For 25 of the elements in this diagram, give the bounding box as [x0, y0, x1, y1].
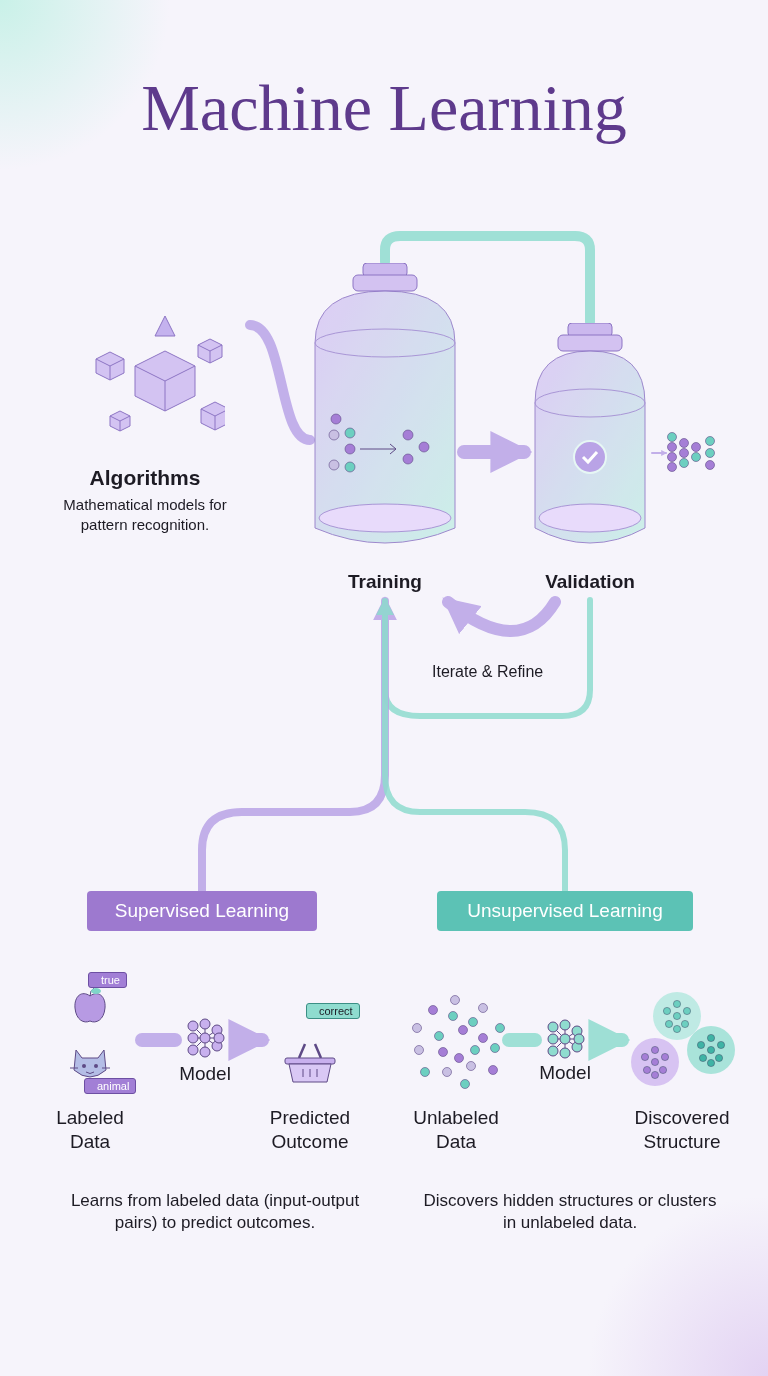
section-header: Unsupervised Learning	[437, 891, 693, 931]
node-label: Labeled Data	[55, 1105, 125, 1155]
arrow	[651, 450, 668, 456]
node-label: Predicted Outcome	[268, 1105, 352, 1155]
node-description: Mathematical models for pattern recognition.	[62, 495, 228, 535]
arrow	[228, 1019, 271, 1061]
node-label: Model	[179, 1061, 231, 1086]
node-label: Training	[348, 569, 422, 594]
arrow	[376, 597, 568, 894]
node-label: Algorithms	[89, 464, 201, 491]
arrow	[457, 431, 533, 473]
node-label: Validation	[545, 569, 635, 594]
connector-pipe	[135, 1033, 182, 1047]
label-tag: correct	[306, 1003, 360, 1019]
description-text: Discovers hidden structures or clusters in unlabeled data.	[422, 1190, 718, 1235]
node-label: Model	[539, 1060, 591, 1085]
title: Machine Learning	[141, 72, 627, 145]
description-text: Learns from labeled data (input-output pairs) to predict outcomes.	[70, 1190, 360, 1235]
node-label: Discovered Structure	[633, 1105, 731, 1155]
node-label: Unlabeled Data	[412, 1105, 500, 1155]
arrow	[588, 1019, 631, 1061]
connector-pipe	[502, 1033, 542, 1047]
label-tag: animal	[84, 1078, 137, 1094]
section-header: Supervised Learning	[87, 891, 317, 931]
label-tag: true	[88, 972, 127, 988]
